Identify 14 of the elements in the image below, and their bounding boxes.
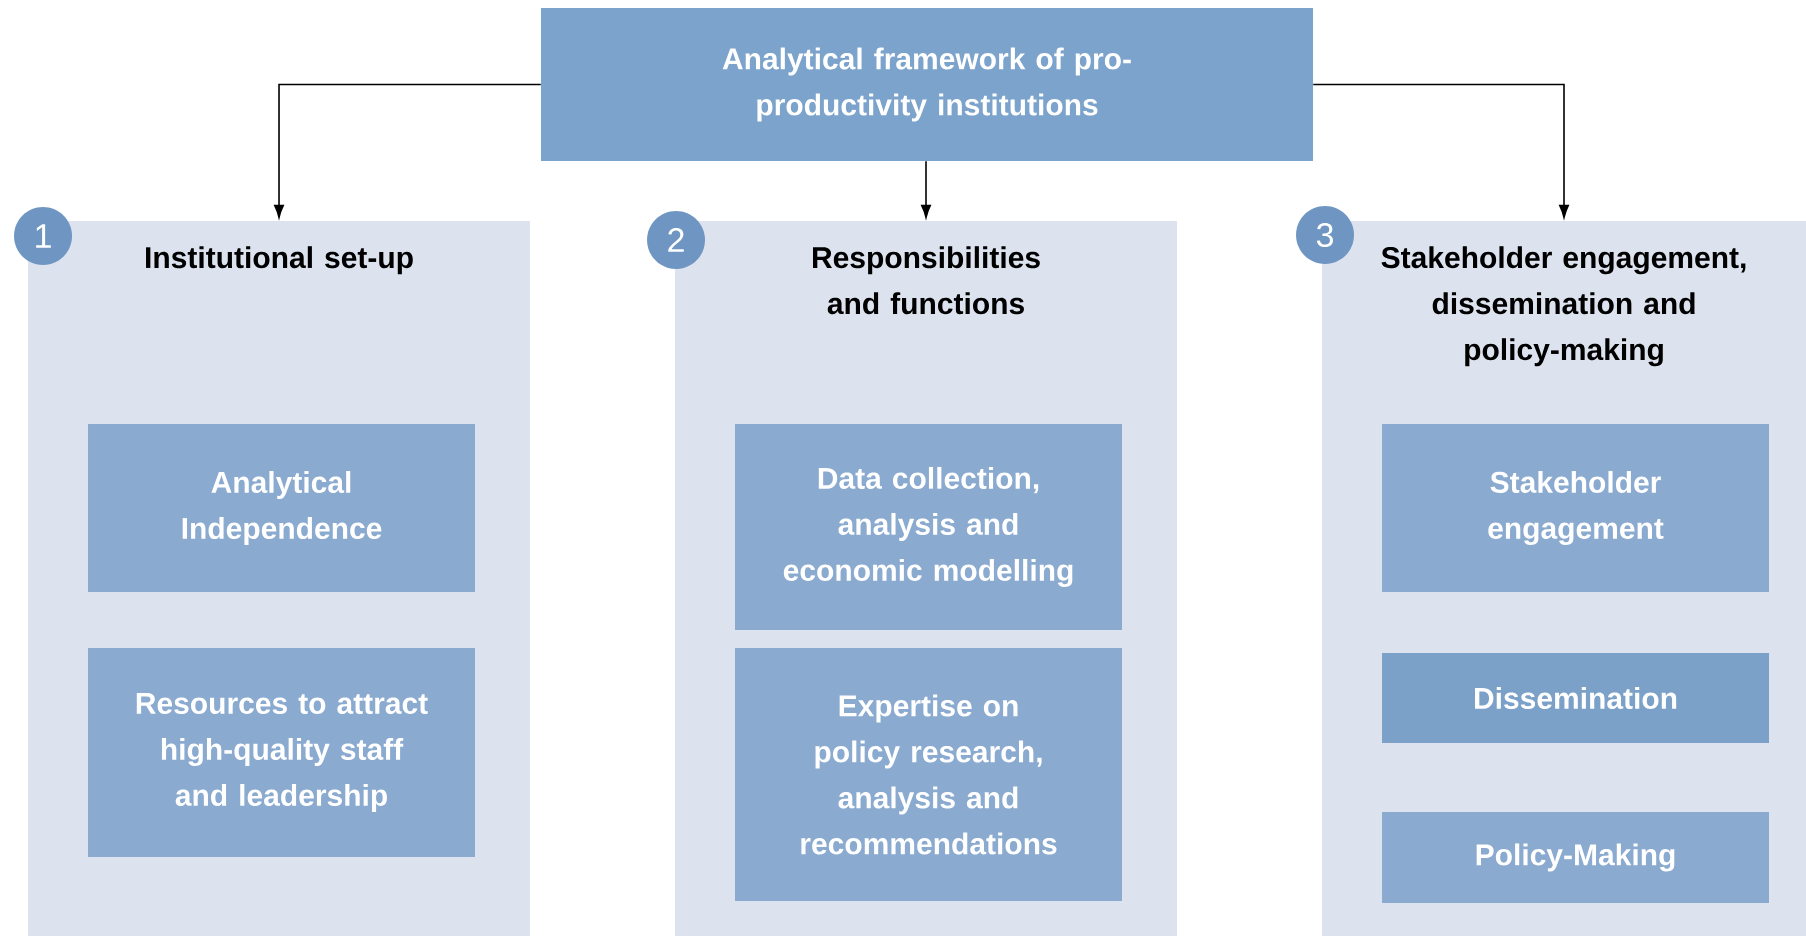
callout-number: 2 — [647, 211, 705, 269]
arrow — [1312, 83, 1569, 218]
callout-number: 1 — [14, 207, 72, 265]
item-box: Expertise on policy research, analysis and recommendations — [735, 648, 1122, 901]
item-box: Data collection, analysis and economic modelling — [735, 424, 1122, 630]
title-box: Analytical framework of pro-productivity institutions — [541, 8, 1313, 161]
item-box: Policy-Making — [1382, 812, 1769, 903]
arrow — [274, 83, 542, 218]
item-box: Analytical Independence — [88, 424, 475, 592]
callout-number: 3 — [1296, 206, 1354, 264]
item-box: Stakeholder engagement — [1382, 424, 1769, 592]
item-box: Resources to attract high-quality staff and leadership — [88, 648, 475, 857]
item-box: Dissemination — [1382, 653, 1769, 743]
arrow — [921, 160, 931, 218]
